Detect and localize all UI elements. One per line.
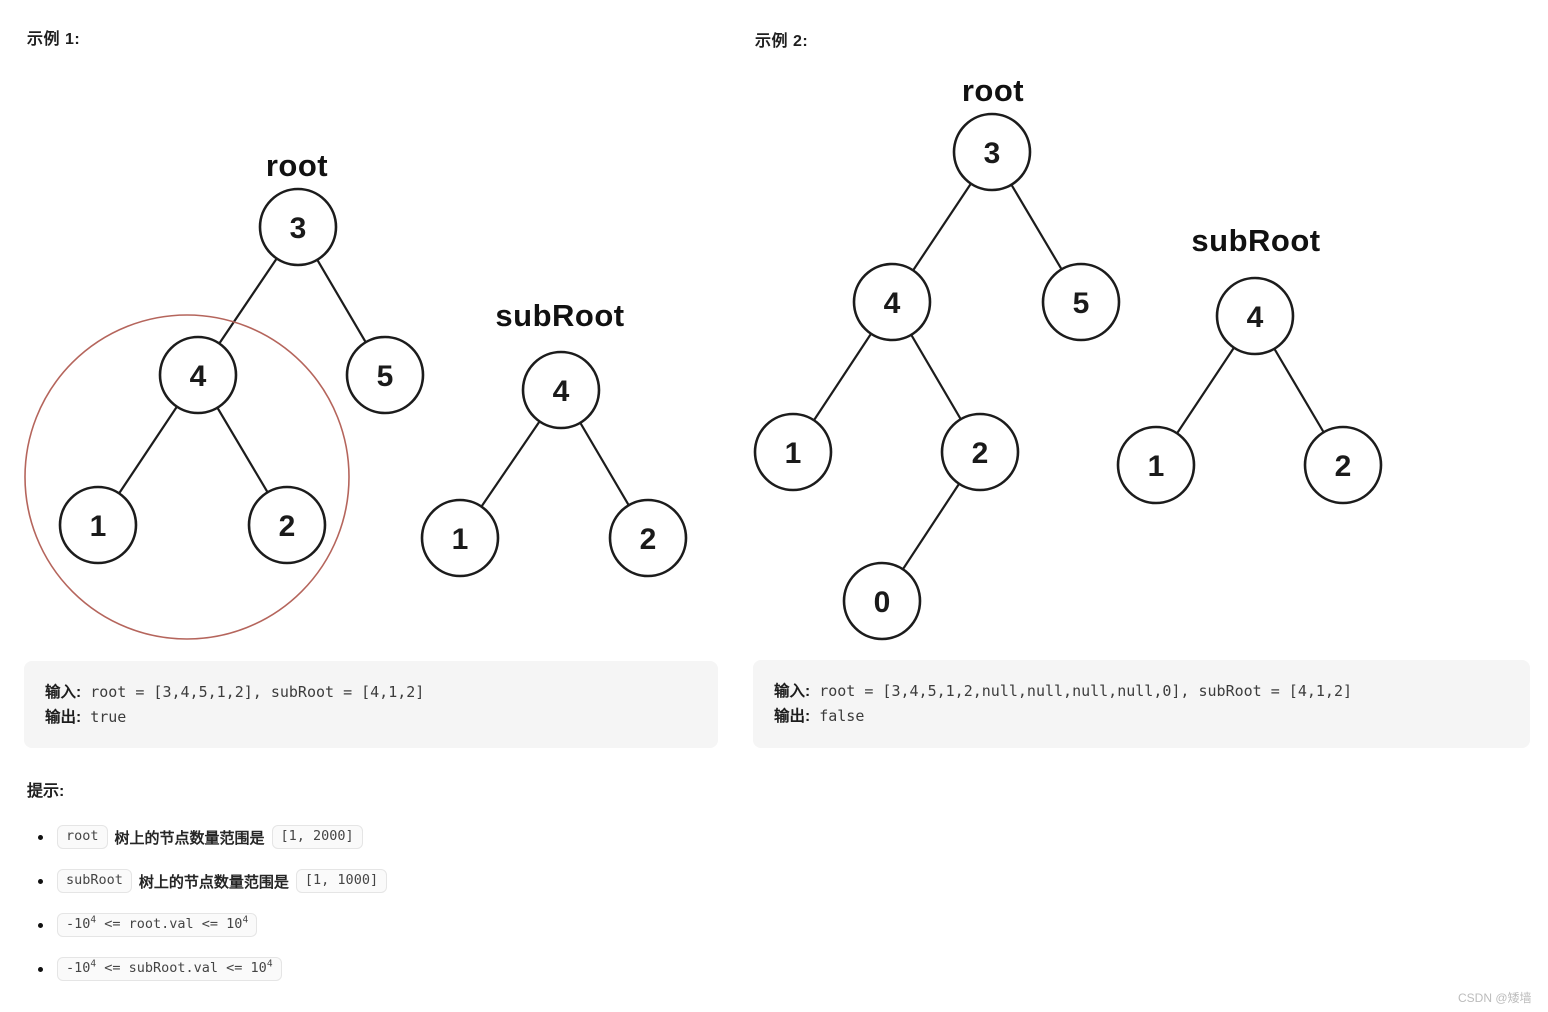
tree-node-circle: [1116, 425, 1196, 505]
bullet-icon: [38, 966, 43, 972]
hints-title: 提示:: [27, 783, 65, 800]
tree-diagrams: root 3 4 5 1 2 subRoot 4 1 2 root: [24, 73, 1383, 641]
hint-code: [1, 2000]: [271, 825, 363, 849]
output-label: 输出:: [45, 709, 82, 726]
hint-text: 树上的节点数量范围是: [114, 829, 265, 847]
example1-io-panel: 输入: root = [3,4,5,1,2], subRoot = [4,1,2…: [24, 661, 718, 748]
tree-node-circle: [521, 350, 601, 430]
hint-code: -104 <= root.val <= 104: [57, 913, 258, 937]
hint-item: root 树上的节点数量范围是 [1, 2000]: [27, 825, 927, 849]
example2-io-panel: 输入: root = [3,4,5,1,2,null,null,null,nul…: [753, 660, 1530, 748]
input-code: root = [3,4,5,1,2,null,null,null,null,0]…: [810, 682, 1353, 700]
input-label: 输入:: [774, 683, 811, 700]
example2-root-tree-label: root: [962, 73, 1024, 108]
hint-code-superscript: 4: [266, 958, 273, 970]
tree-node-circle: [1041, 262, 1121, 342]
example2-input-row: 输入: root = [3,4,5,1,2,null,null,null,nul…: [774, 679, 1510, 704]
tree-node-circle: [58, 485, 138, 565]
csdn-watermark: CSDN @矮墙: [1458, 991, 1532, 1005]
hint-code-fragment: -10: [66, 960, 91, 976]
hint-code: [1, 1000]: [295, 869, 388, 893]
tree-node-circle: [608, 498, 688, 578]
subtree-highlight-circle: [24, 314, 350, 640]
example1-header: 示例 1:: [27, 31, 81, 48]
tree-node-value: 0: [874, 586, 891, 619]
tree-node-circle: [852, 262, 932, 342]
hint-code: subRoot: [57, 869, 132, 893]
tree-node-circle: [1303, 425, 1383, 505]
example1-subroot-tree-label: subRoot: [495, 298, 624, 333]
bullet-icon: [38, 834, 43, 840]
output-code: false: [810, 707, 865, 725]
bullet-icon: [38, 922, 43, 928]
example2-header: 示例 2:: [755, 33, 809, 50]
hint-text: 树上的节点数量范围是: [138, 873, 289, 891]
input-label: 输入:: [45, 684, 82, 701]
hint-code: -104 <= subRoot.val <= 104: [57, 957, 282, 981]
tree-node-circle: [1215, 276, 1295, 356]
tree-node-value: 4: [190, 360, 207, 393]
tree-node-value: 1: [452, 523, 469, 556]
tree-node-circle: [753, 412, 833, 492]
hint-item: subRoot 树上的节点数量范围是 [1, 1000]: [27, 869, 927, 893]
tree-node-value: 2: [1335, 450, 1352, 483]
hint-code-superscript: 4: [242, 914, 249, 926]
tree-node-circle: [420, 498, 500, 578]
hint-code-superscript: 4: [90, 958, 97, 970]
output-code: true: [81, 708, 127, 726]
hints-section: 提示: root 树上的节点数量范围是 [1, 2000] subRoot 树上…: [27, 777, 927, 1001]
tree-node-value: 4: [553, 375, 570, 408]
hint-item: -104 <= root.val <= 104: [27, 913, 927, 937]
tree-node-value: 2: [640, 523, 657, 556]
tree-node-value: 1: [90, 510, 107, 543]
example1-subroot-tree: subRoot 4 1 2: [420, 298, 688, 578]
tree-node-value: 4: [884, 287, 901, 320]
tree-node-value: 3: [984, 137, 1001, 170]
hints-list: root 树上的节点数量范围是 [1, 2000] subRoot 树上的节点数…: [27, 825, 927, 981]
input-code: root = [3,4,5,1,2], subRoot = [4,1,2]: [81, 683, 425, 701]
tree-node-value: 2: [972, 437, 989, 470]
example2-subroot-tree-label: subRoot: [1191, 223, 1320, 258]
example1-input-row: 输入: root = [3,4,5,1,2], subRoot = [4,1,2…: [45, 680, 698, 705]
tree-node-value: 5: [377, 360, 394, 393]
tree-node-value: 1: [1148, 450, 1165, 483]
tree-node-circle: [940, 412, 1020, 492]
example2-subroot-tree: subRoot 4 1 2: [1116, 223, 1383, 505]
bullet-icon: [38, 878, 43, 884]
hint-item: -104 <= subRoot.val <= 104: [27, 957, 927, 981]
tree-node-circle: [258, 187, 338, 267]
tree-node-circle: [345, 335, 425, 415]
tree-node-circle: [247, 485, 327, 565]
tree-node-value: 4: [1247, 301, 1264, 334]
hint-code: root: [57, 825, 108, 849]
example1-root-tree-label: root: [266, 148, 328, 183]
example2-root-tree: root 3 4 5 1 2 0: [753, 73, 1121, 641]
hint-code-fragment: <= root.val <= 10: [96, 916, 243, 932]
hint-code-fragment: <= subRoot.val <= 10: [96, 960, 267, 976]
tree-node-value: 3: [290, 212, 307, 245]
tree-node-value: 5: [1073, 287, 1090, 320]
tree-node-circle: [952, 112, 1032, 192]
hint-code-superscript: 4: [90, 914, 97, 926]
example2-output-row: 输出: false: [774, 704, 1510, 729]
example1-output-row: 输出: true: [45, 705, 698, 730]
tree-node-value: 2: [279, 510, 296, 543]
tree-node-circle: [158, 335, 238, 415]
tree-node-value: 1: [785, 437, 802, 470]
tree-node-circle: [842, 561, 922, 641]
hint-code-fragment: -10: [66, 916, 91, 932]
example1-root-tree: root 3 4 5 1 2: [24, 148, 425, 640]
output-label: 输出:: [774, 708, 811, 725]
